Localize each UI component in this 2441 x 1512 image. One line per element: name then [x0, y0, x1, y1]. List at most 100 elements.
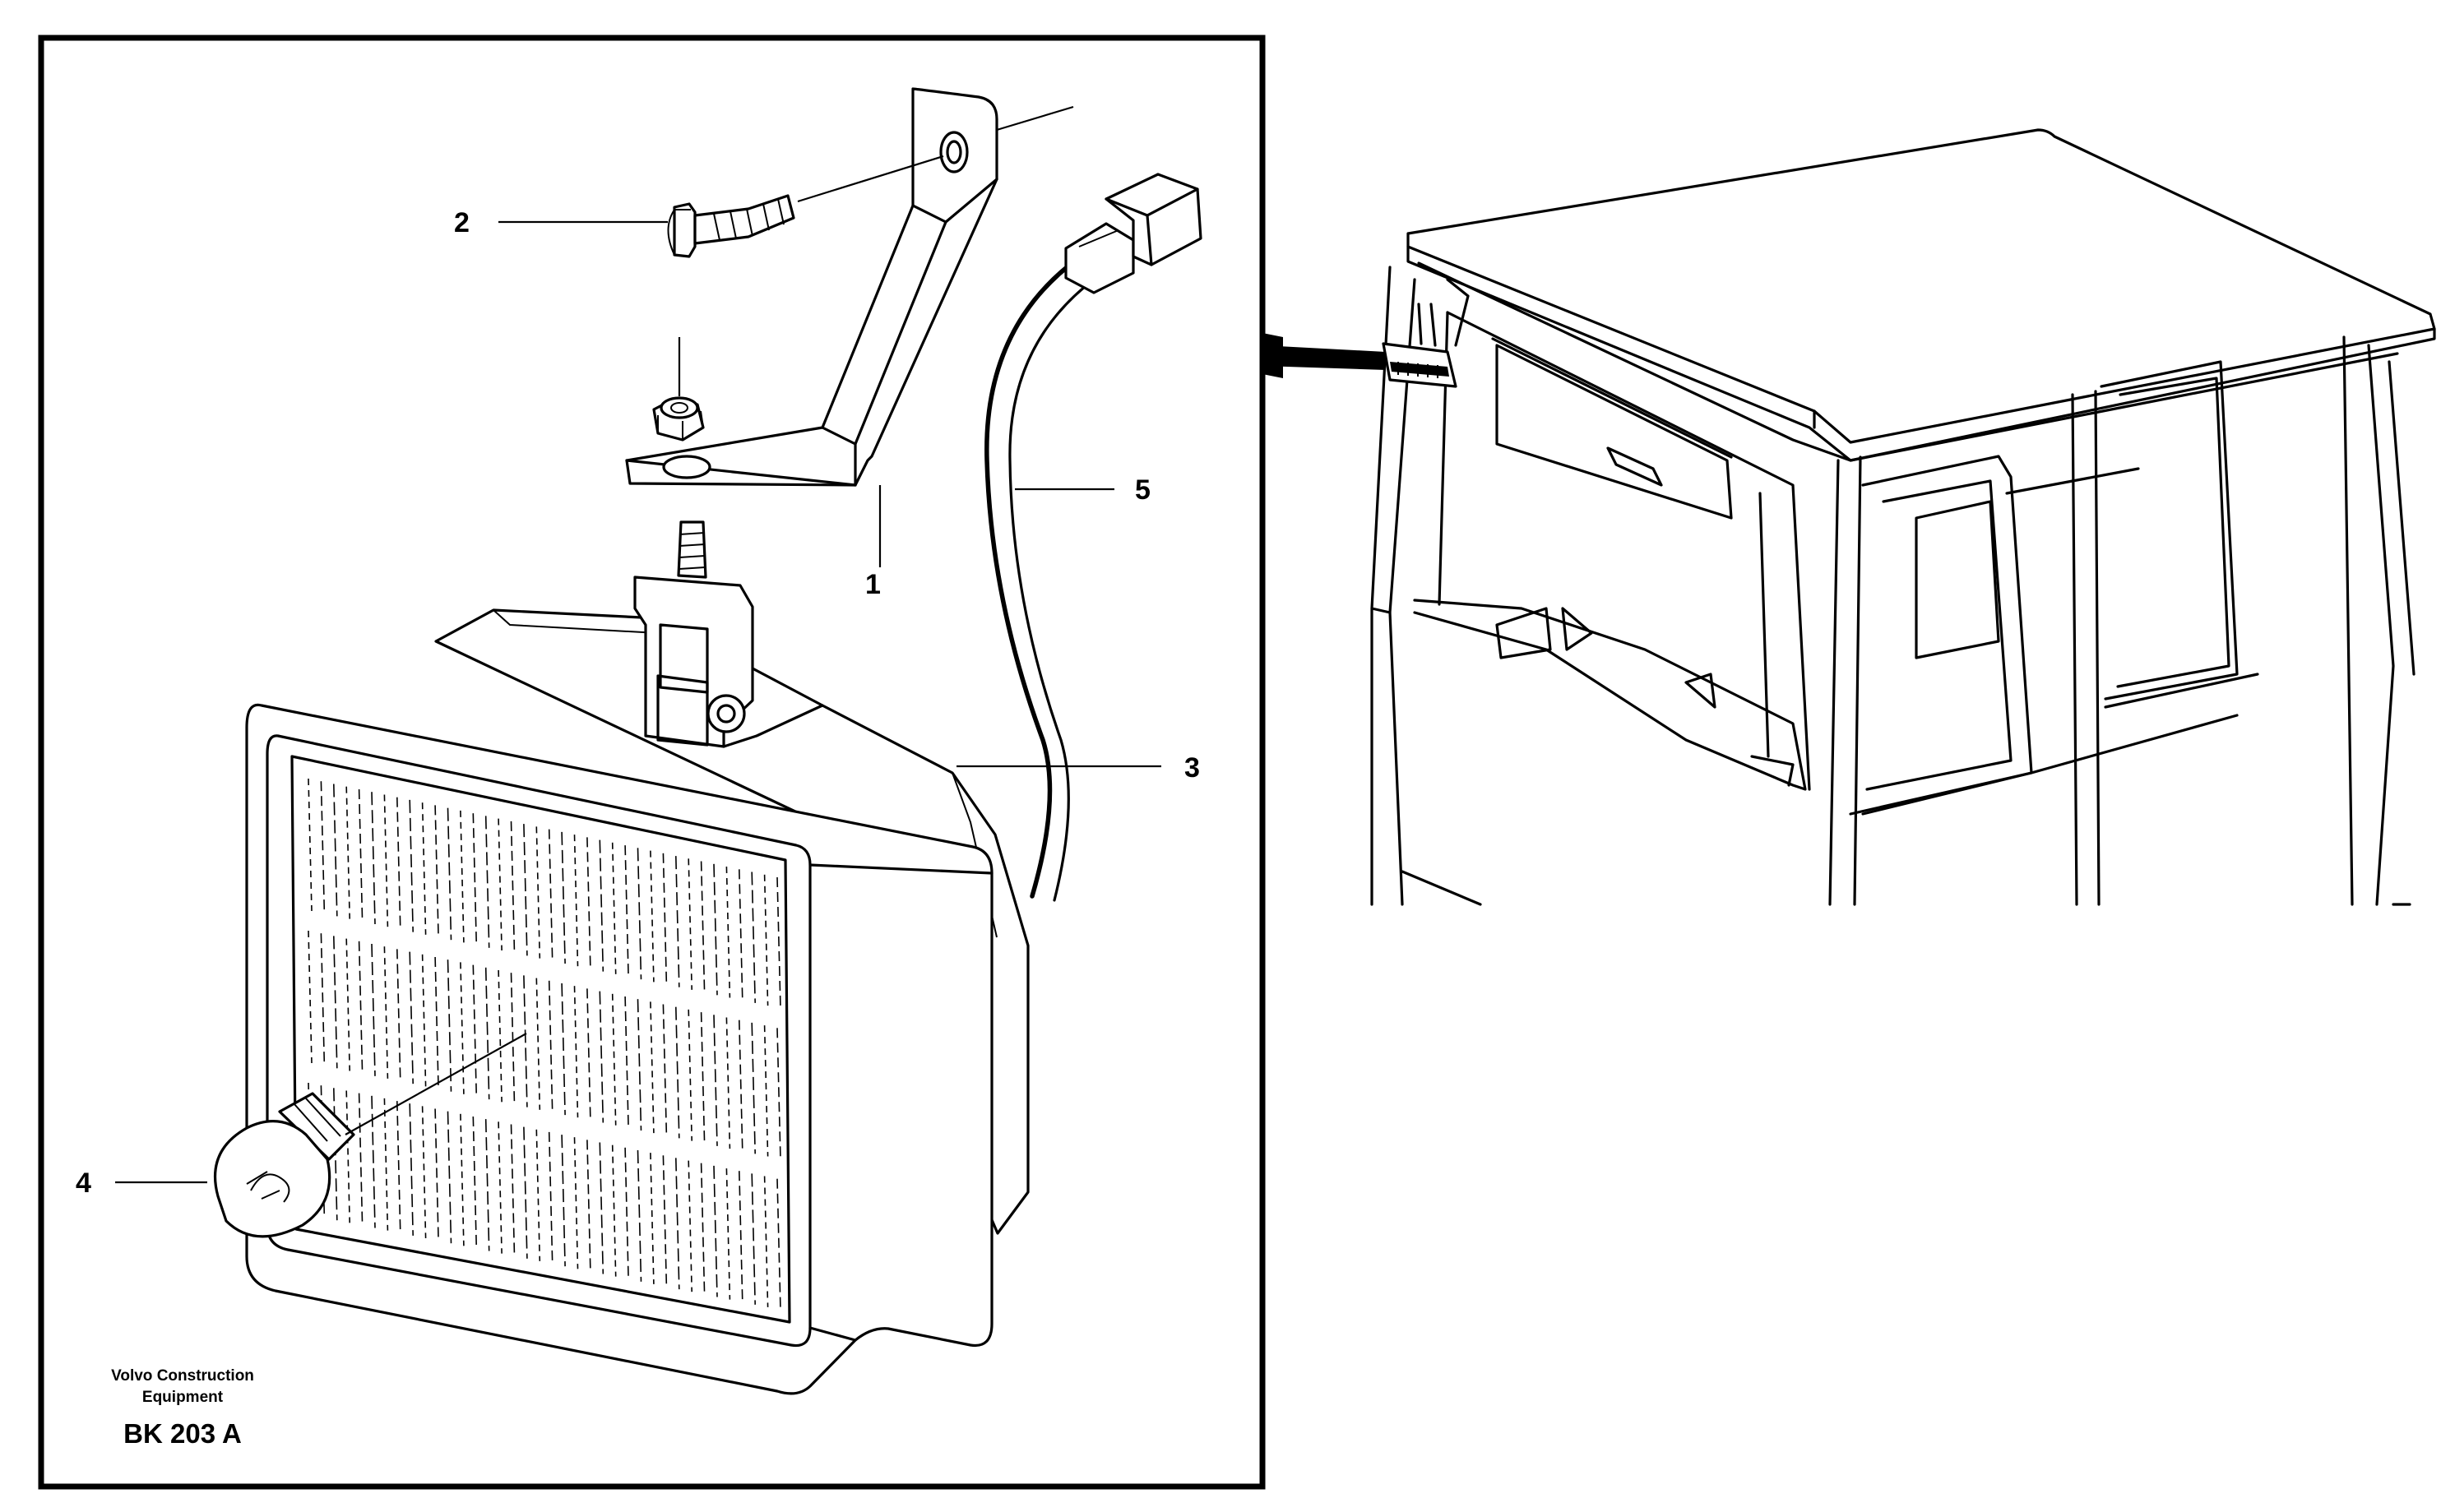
lens-flute-line	[447, 1111, 452, 1244]
callout-leaders	[115, 105, 1161, 1184]
lens-flute-line	[611, 842, 617, 974]
callout-1: 1	[865, 569, 881, 600]
lens-flute-line	[561, 983, 566, 1116]
lens-flute-line	[713, 1015, 718, 1146]
lens-flute-line	[776, 876, 781, 1009]
detail-frame	[38, 35, 1266, 1490]
lens-flute-line	[358, 788, 364, 922]
lens-flute-line	[624, 996, 629, 1128]
lens-flute-line	[561, 831, 566, 964]
lens-flute-line	[396, 797, 401, 930]
lens-flute-line	[383, 946, 389, 1079]
lens-flute-line	[371, 1095, 376, 1228]
lens-flute-line	[498, 1121, 503, 1254]
lens-flute-line	[498, 969, 503, 1103]
lens-flute-line	[725, 1168, 731, 1300]
lamp-cable	[984, 173, 1202, 902]
lens-flute-line	[434, 1108, 439, 1242]
lens-flute-line	[662, 1004, 668, 1136]
lens-flute-line	[460, 810, 465, 943]
lens-flute-line	[383, 1098, 389, 1231]
lens-flute-line	[484, 967, 490, 1100]
lock-nut	[652, 396, 705, 442]
lens-flute-line	[358, 941, 364, 1074]
lens-flute-line	[713, 1165, 718, 1297]
lens-flute-line	[573, 986, 579, 1118]
lens-flute-line	[371, 943, 376, 1076]
lens-flute-line	[650, 1001, 655, 1134]
lens-flute-line	[421, 1106, 427, 1239]
lens-flute-line	[396, 949, 401, 1082]
lens-flute-line	[763, 1025, 769, 1157]
lens-flute-line	[713, 863, 718, 996]
lens-flute-line	[460, 1113, 465, 1246]
lens-flute-line	[739, 869, 743, 1001]
lens-flute-line	[472, 813, 478, 946]
lens-flute-line	[700, 1163, 706, 1295]
lens-flutes	[308, 778, 781, 1311]
lens-flute-line	[548, 829, 554, 961]
lens-flute-line	[484, 1119, 490, 1251]
lens-flute-line	[776, 1028, 781, 1159]
lens-flute-line	[700, 861, 706, 993]
cab-overview	[1262, 128, 2436, 906]
lens-flute-line	[371, 792, 376, 925]
lens-flute-line	[586, 837, 591, 969]
lens-flute-line	[535, 826, 541, 959]
lens-flute-line	[611, 993, 617, 1126]
lens-flute-line	[675, 856, 680, 987]
lens-flute-line	[662, 853, 668, 985]
lens-flute-line	[434, 805, 439, 938]
lens-flute-line	[624, 1147, 629, 1279]
lens-flute-line	[739, 1171, 743, 1302]
lens-flute-line	[624, 845, 629, 978]
lens-flute-line	[751, 872, 756, 1003]
lens-flute-line	[751, 1022, 756, 1154]
lens-flute-line	[637, 999, 642, 1131]
credit-line-1: Volvo Construction	[111, 1367, 254, 1385]
lens-flute-line	[409, 799, 414, 932]
lens-flute-line	[662, 1155, 668, 1288]
lens-flute-line	[447, 959, 452, 1092]
lens-flute-line	[510, 821, 516, 954]
lens-flute-line	[548, 980, 554, 1112]
lens-flute-line	[320, 933, 326, 1066]
lens-flute-line	[523, 975, 528, 1107]
lens-flute-line	[688, 858, 692, 990]
lens-flute-line	[776, 1178, 781, 1311]
lens-flute-line	[472, 964, 478, 1098]
lens-flute-line	[637, 848, 642, 980]
lens-flute-line	[586, 988, 591, 1121]
callout-5: 5	[1135, 474, 1151, 506]
lens-flute-line	[586, 1140, 591, 1272]
lens-flute-line	[650, 850, 655, 983]
lens-flute-line	[700, 1012, 706, 1144]
lens-flute-line	[434, 956, 439, 1089]
lens-flute-line	[675, 1006, 680, 1139]
lens-flute-line	[523, 1126, 528, 1259]
bulb	[214, 1092, 355, 1238]
lens-flute-line	[472, 1116, 478, 1249]
lens-flute-line	[421, 802, 427, 935]
bolt	[667, 194, 795, 258]
lens-flute-line	[383, 794, 389, 927]
lens-flute-line	[739, 1020, 743, 1152]
drawing-code: BK 203 A	[123, 1418, 242, 1449]
lens-flute-line	[763, 874, 769, 1006]
lens-flute-line	[688, 1160, 692, 1292]
lens-flute-line	[510, 1124, 516, 1256]
lens-flute-line	[599, 991, 604, 1123]
lens-flute-line	[637, 1149, 642, 1282]
lens-flute-line	[763, 1176, 769, 1307]
lens-flute-line	[396, 1101, 401, 1233]
callout-3: 3	[1184, 752, 1200, 784]
lens-flute-line	[535, 1129, 541, 1261]
lens-flute-line	[561, 1135, 566, 1267]
credit-line-2: Equipment	[142, 1389, 224, 1406]
lens-flute-line	[611, 1144, 617, 1277]
lens-flute-line	[498, 818, 503, 951]
lens-flute-line	[320, 781, 326, 914]
lens-flute-line	[650, 1153, 655, 1284]
callout-4: 4	[76, 1168, 91, 1199]
